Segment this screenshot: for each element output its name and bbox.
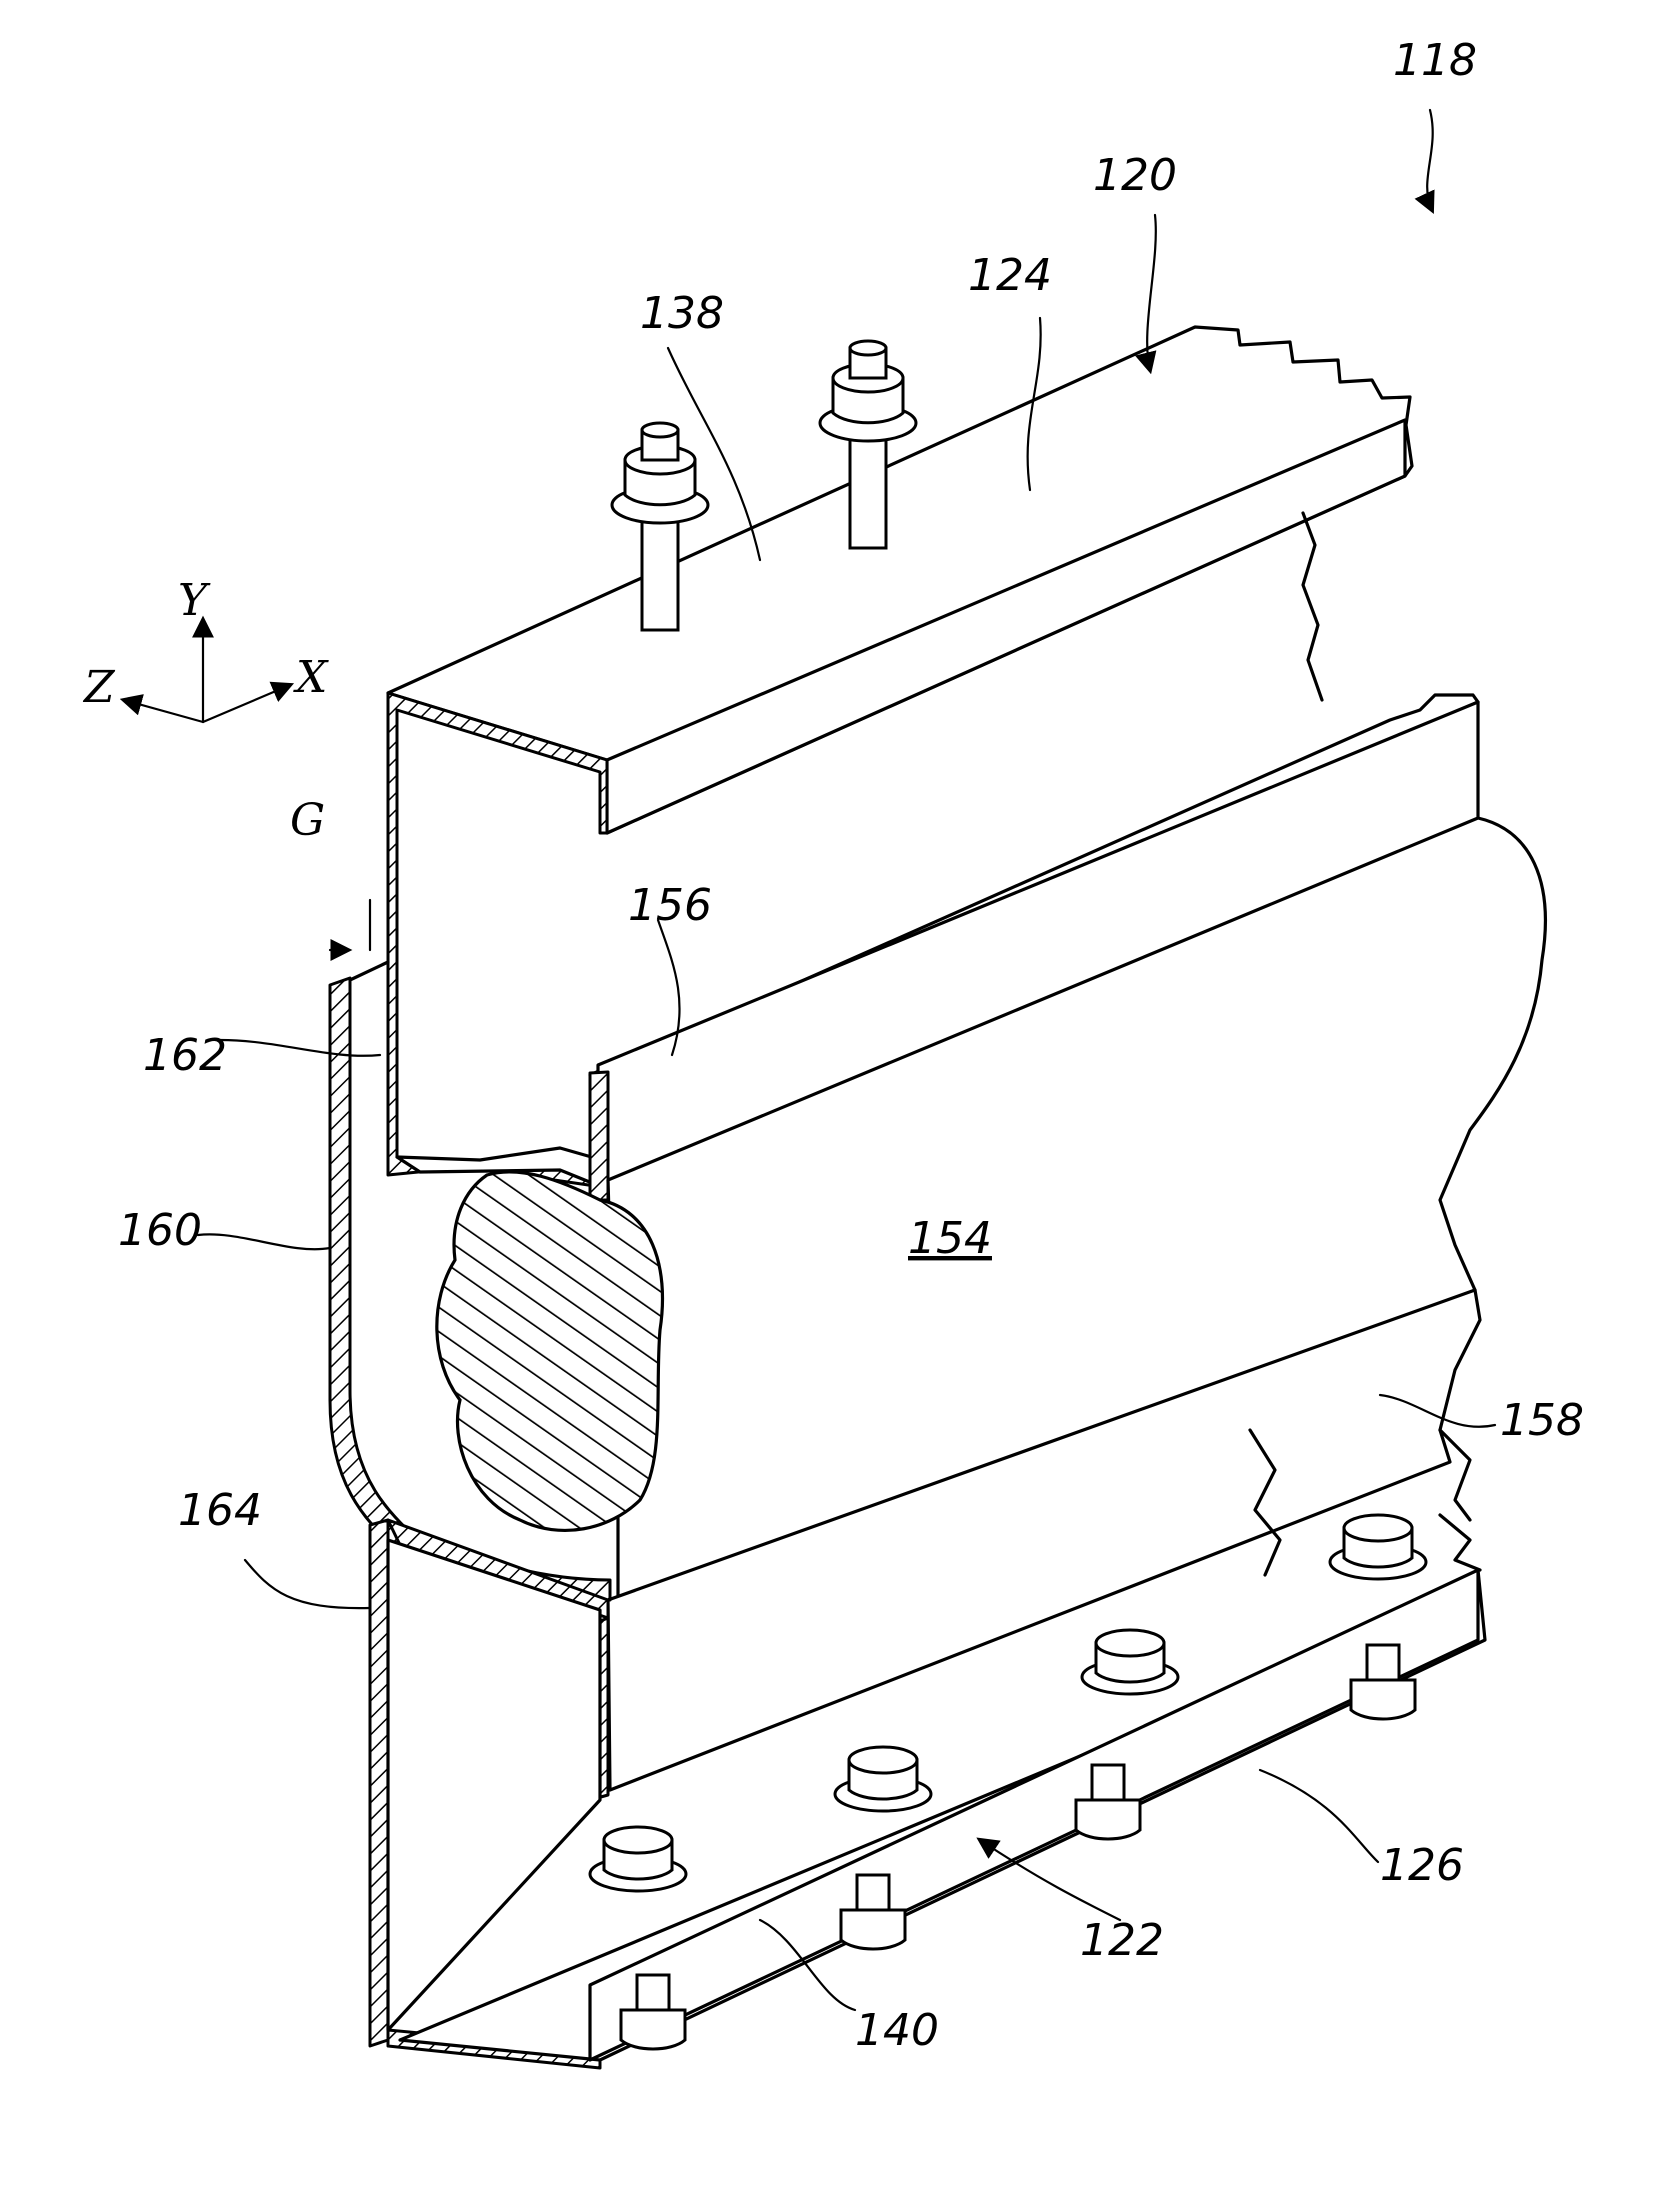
label-156: 156	[628, 880, 712, 931]
label-124: 124	[968, 250, 1052, 301]
coordinate-axes	[124, 620, 290, 722]
label-122: 122	[1080, 1915, 1164, 1966]
under-nut-2	[841, 1910, 905, 1949]
label-162: 162	[143, 1030, 227, 1081]
under-stud	[1092, 1765, 1124, 1800]
label-120: 120	[1093, 150, 1177, 201]
under-stud	[857, 1875, 889, 1910]
label-118: 118	[1393, 35, 1477, 86]
axis-x-label: X	[293, 652, 329, 703]
under-nut-1	[621, 2010, 685, 2049]
label-140: 140	[855, 2005, 939, 2056]
head-top	[849, 1747, 917, 1773]
label-158: 158	[1500, 1395, 1584, 1446]
label-160: 160	[118, 1205, 202, 1256]
axis-y-label: Y	[178, 575, 211, 626]
label-138: 138	[640, 288, 724, 339]
under-nut-4	[1351, 1680, 1415, 1719]
label-126: 126	[1380, 1840, 1464, 1891]
head-top	[1344, 1515, 1412, 1541]
label-gap-g: G	[290, 795, 325, 846]
stud-end	[850, 341, 886, 355]
head-top	[1096, 1630, 1164, 1656]
label-154: 154	[908, 1213, 992, 1264]
axis-z-label: Z	[82, 662, 116, 713]
label-164: 164	[178, 1485, 262, 1536]
under-stud	[637, 1975, 669, 2010]
under-nut-3	[1076, 1800, 1140, 1839]
head-top	[604, 1827, 672, 1853]
under-stud	[1367, 1645, 1399, 1680]
stud-end	[642, 423, 678, 437]
